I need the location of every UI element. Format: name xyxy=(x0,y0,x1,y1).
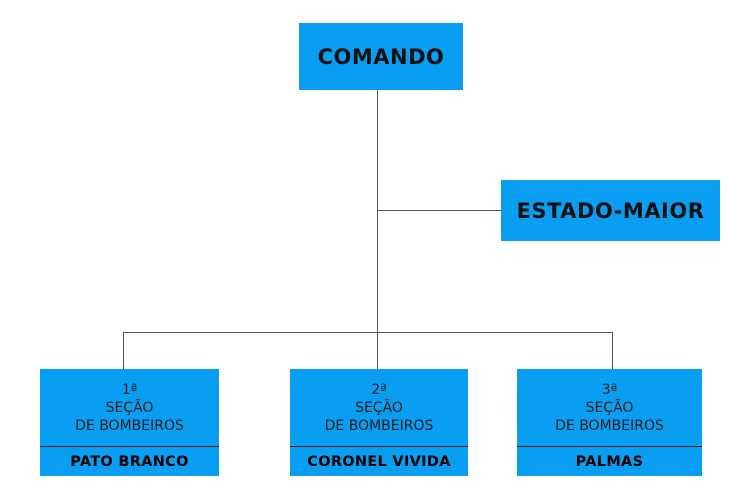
node-secao-2-title: 2ª SEÇÃO DE BOMBEIROS xyxy=(290,369,468,446)
connector-sections-bus xyxy=(123,332,613,333)
node-secao-2: 2ª SEÇÃO DE BOMBEIROS CORONEL VIVIDA xyxy=(290,369,468,476)
connector-drop-secao-3 xyxy=(612,332,613,369)
secao-3-unit-line2: DE BOMBEIROS xyxy=(555,417,664,434)
secao-2-unit-line2: DE BOMBEIROS xyxy=(324,417,434,434)
node-secao-3: 3ª SEÇÃO DE BOMBEIROS PALMAS xyxy=(517,369,702,476)
secao-1-divider xyxy=(40,446,219,447)
secao-2-divider xyxy=(290,446,468,447)
node-comando-label: COMANDO xyxy=(317,44,445,69)
secao-1-city: PATO BRANCO xyxy=(70,453,189,470)
connector-comando-trunk xyxy=(377,90,378,332)
node-comando: COMANDO xyxy=(299,23,463,90)
connector-estado-maior-branch xyxy=(377,210,501,211)
secao-2-city: CORONEL VIVIDA xyxy=(307,453,451,470)
node-estado-maior-label: ESTADO-MAIOR xyxy=(516,198,705,223)
secao-2-unit-line1: SEÇÃO xyxy=(355,399,403,416)
secao-1-unit-line1: SEÇÃO xyxy=(105,399,154,416)
connector-drop-secao-1 xyxy=(123,332,124,369)
connector-drop-secao-2 xyxy=(377,332,378,369)
node-secao-3-title: 3ª SEÇÃO DE BOMBEIROS xyxy=(517,369,702,446)
secao-1-unit-line2: DE BOMBEIROS xyxy=(75,417,184,434)
secao-2-ordinal: 2ª xyxy=(371,381,387,398)
node-estado-maior: ESTADO-MAIOR xyxy=(501,180,720,241)
node-secao-1: 1ª SEÇÃO DE BOMBEIROS PATO BRANCO xyxy=(40,369,219,476)
secao-3-divider xyxy=(517,446,702,447)
node-secao-1-title: 1ª SEÇÃO DE BOMBEIROS xyxy=(40,369,219,446)
secao-3-ordinal: 3ª xyxy=(601,381,618,398)
secao-3-city: PALMAS xyxy=(575,453,644,470)
secao-1-ordinal: 1ª xyxy=(121,381,138,398)
secao-3-unit-line1: SEÇÃO xyxy=(585,399,634,416)
